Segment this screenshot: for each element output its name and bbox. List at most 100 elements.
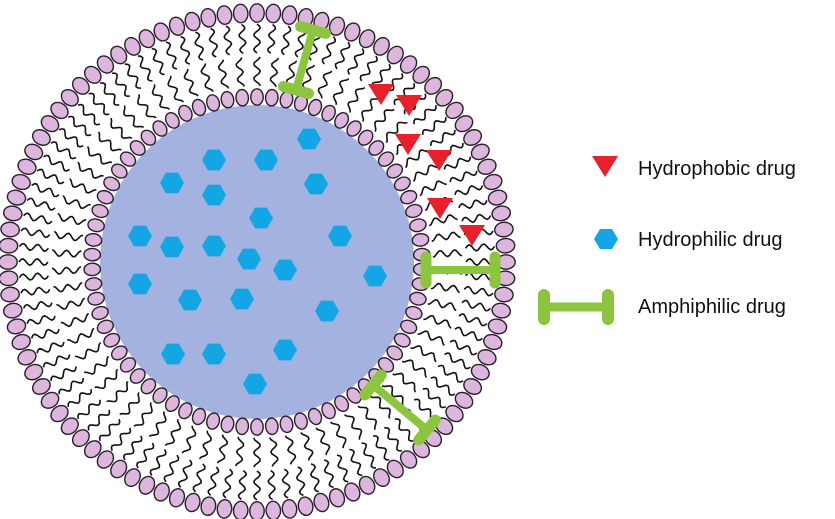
inner-lipid-tail <box>183 68 199 97</box>
lipid-head <box>124 468 141 488</box>
outer-lipid-tail <box>430 376 456 397</box>
legend-item-hydrophilic: Hydrophilic drug <box>594 229 783 251</box>
lipid-head <box>477 158 497 175</box>
outer-lipid-tail <box>18 242 49 253</box>
outer-lipid-tail <box>349 448 363 477</box>
lipid-head <box>463 129 483 146</box>
inner-lipid-tail <box>94 368 119 390</box>
outer-lipid-tail <box>449 339 478 356</box>
green-dumbbell-icon <box>538 289 614 325</box>
outer-lipid-tail <box>266 23 277 54</box>
lipid-head <box>184 11 201 32</box>
lipid-head <box>293 412 308 430</box>
lipid-head <box>358 29 376 49</box>
lipid-head <box>400 319 418 335</box>
lipid-head <box>0 286 20 303</box>
lipid-head <box>393 332 411 348</box>
outer-lipid-tail <box>100 82 120 106</box>
outer-lipid-tail <box>98 418 121 442</box>
lipid-head <box>84 277 103 292</box>
inner-lipid-tail <box>410 345 437 363</box>
inner-lipid-tail <box>51 248 82 258</box>
lipid-head <box>346 387 362 404</box>
inner-lipid-tail <box>332 78 350 105</box>
lipid-head <box>110 45 128 65</box>
inner-lipid-tail <box>56 297 86 310</box>
hydrophilic-drug-hexagon <box>363 265 387 287</box>
amphiphilic-drugs <box>278 21 501 446</box>
lipid-head <box>483 333 503 351</box>
lipid-head <box>386 45 404 65</box>
inner-lipid-tail <box>234 436 245 467</box>
hydrophilic-drug-hexagon <box>254 149 278 171</box>
outer-lipid-tail <box>165 41 178 70</box>
outer-lipid-tail <box>461 213 492 224</box>
outer-lipid-tail <box>444 352 471 370</box>
lipid-head <box>191 98 207 117</box>
inner-lipid-tail <box>69 178 97 194</box>
lipid-head <box>110 459 128 479</box>
inner-lipid-tail <box>151 84 170 110</box>
lipid-head <box>494 221 514 238</box>
lipid-head <box>216 5 233 25</box>
lipid-head <box>494 286 514 303</box>
outer-lipid-tail <box>88 92 110 116</box>
amphiphilic-drug-dumbbell <box>278 21 331 99</box>
lipid-head <box>140 378 157 395</box>
lipid-head <box>200 7 217 28</box>
lipid-head <box>386 345 404 361</box>
outer-lipid-tail <box>454 185 484 196</box>
lipid-head <box>152 387 168 404</box>
lipid-head <box>307 407 323 426</box>
lipid-head <box>2 205 23 222</box>
outer-lipid-tail <box>371 63 392 89</box>
inner-lipid-tail <box>284 435 297 465</box>
outer-lipid-tail <box>393 82 416 106</box>
lipid-head <box>357 129 374 146</box>
lipid-head <box>206 94 221 112</box>
outer-lipid-tail <box>238 23 247 55</box>
amphiphilic-drug-dumbbell <box>420 251 501 289</box>
lipid-head <box>250 88 264 106</box>
lipid-head <box>400 189 418 205</box>
inner-lipid-tail <box>60 312 90 328</box>
lipid-head <box>83 262 102 277</box>
inner-lipid-tail <box>431 231 461 243</box>
inner-lipid-tail <box>77 161 104 179</box>
outer-lipid-tail <box>267 469 276 501</box>
inner-lipid-tail <box>51 265 82 275</box>
lipid-head <box>399 55 418 74</box>
inner-lipid-tail <box>148 411 167 438</box>
lipid-head <box>424 76 443 95</box>
lipid-head <box>87 218 105 233</box>
lipid-head <box>491 302 512 319</box>
outer-lipid-tail <box>58 378 84 395</box>
inner-lipid-tail <box>216 434 229 464</box>
lipid-head <box>358 475 376 495</box>
hydrophilic-drug-hexagon <box>328 225 352 247</box>
lipid-head <box>232 500 249 519</box>
lipid-head <box>216 499 233 519</box>
inner-lipid-tail <box>423 314 452 329</box>
dumbbell-bar <box>292 26 317 94</box>
lipid-head <box>454 391 474 409</box>
lipid-head <box>279 415 294 434</box>
outer-lipid-tail <box>77 399 101 419</box>
lipid-head <box>235 88 250 107</box>
inner-lipid-tail <box>269 57 280 88</box>
lipid-head <box>6 318 27 335</box>
hydrophilic-drug-hexagon <box>178 289 202 311</box>
hydrophilic-drug-hexagon <box>315 300 339 322</box>
lipid-head <box>454 115 474 133</box>
lipid-head <box>377 151 395 167</box>
inner-lipid-tail <box>357 405 378 430</box>
hydrophobic-drug-triangle <box>427 198 453 219</box>
outer-lipid-tail <box>437 364 464 383</box>
lipid-head <box>119 357 137 373</box>
inner-lipid-tail <box>428 214 458 227</box>
lipid-head <box>0 270 19 287</box>
hydrophobic-drug-triangle <box>368 84 394 105</box>
outer-lipid-tail <box>26 314 56 325</box>
lipid-head <box>138 29 156 49</box>
legend-item-hydrophobic: Hydrophobic drug <box>592 156 796 180</box>
